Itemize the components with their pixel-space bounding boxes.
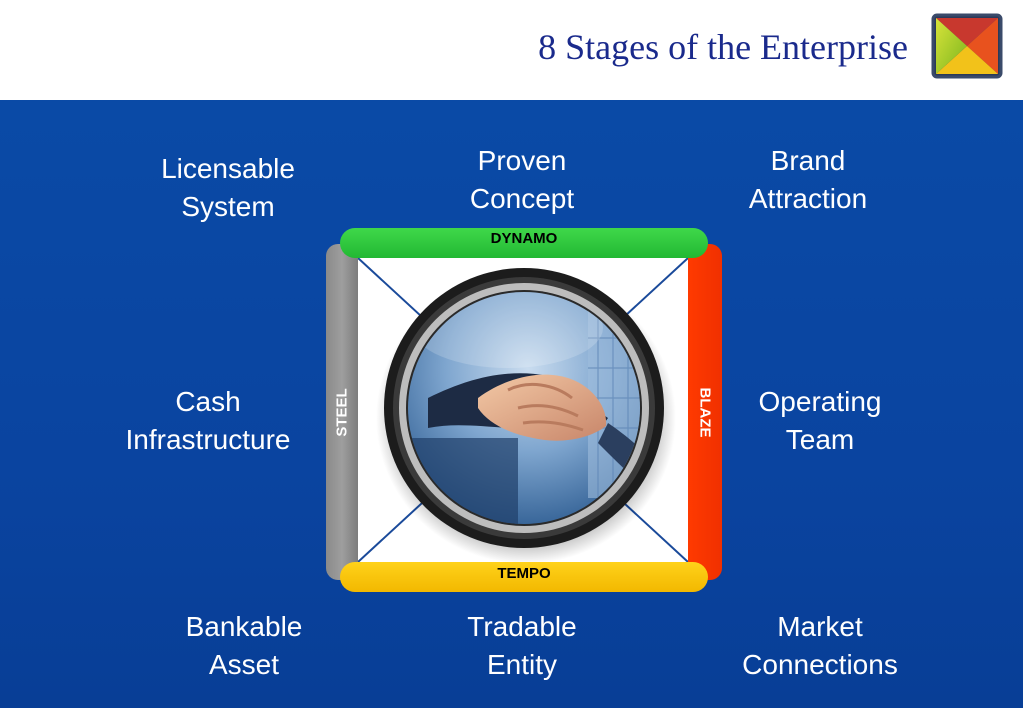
steel-label: STEEL — [333, 387, 351, 437]
tempo-label: TEMPO — [497, 565, 551, 582]
steel-bar: STEEL — [326, 244, 358, 580]
dynamo-bar: DYNAMO — [340, 228, 708, 258]
handshake-icon — [376, 268, 676, 562]
page-title: 8 Stages of the Enterprise — [538, 27, 908, 67]
header: 8 Stages of the Enterprise — [0, 0, 1023, 100]
center-panel — [358, 258, 688, 562]
stage-frame: STEEL BLAZE — [326, 228, 722, 592]
logo-icon — [931, 13, 1003, 79]
tempo-bar: TEMPO — [340, 562, 708, 592]
blaze-label: BLAZE — [696, 387, 714, 437]
dynamo-label: DYNAMO — [490, 230, 558, 247]
blaze-bar: BLAZE — [688, 244, 722, 580]
